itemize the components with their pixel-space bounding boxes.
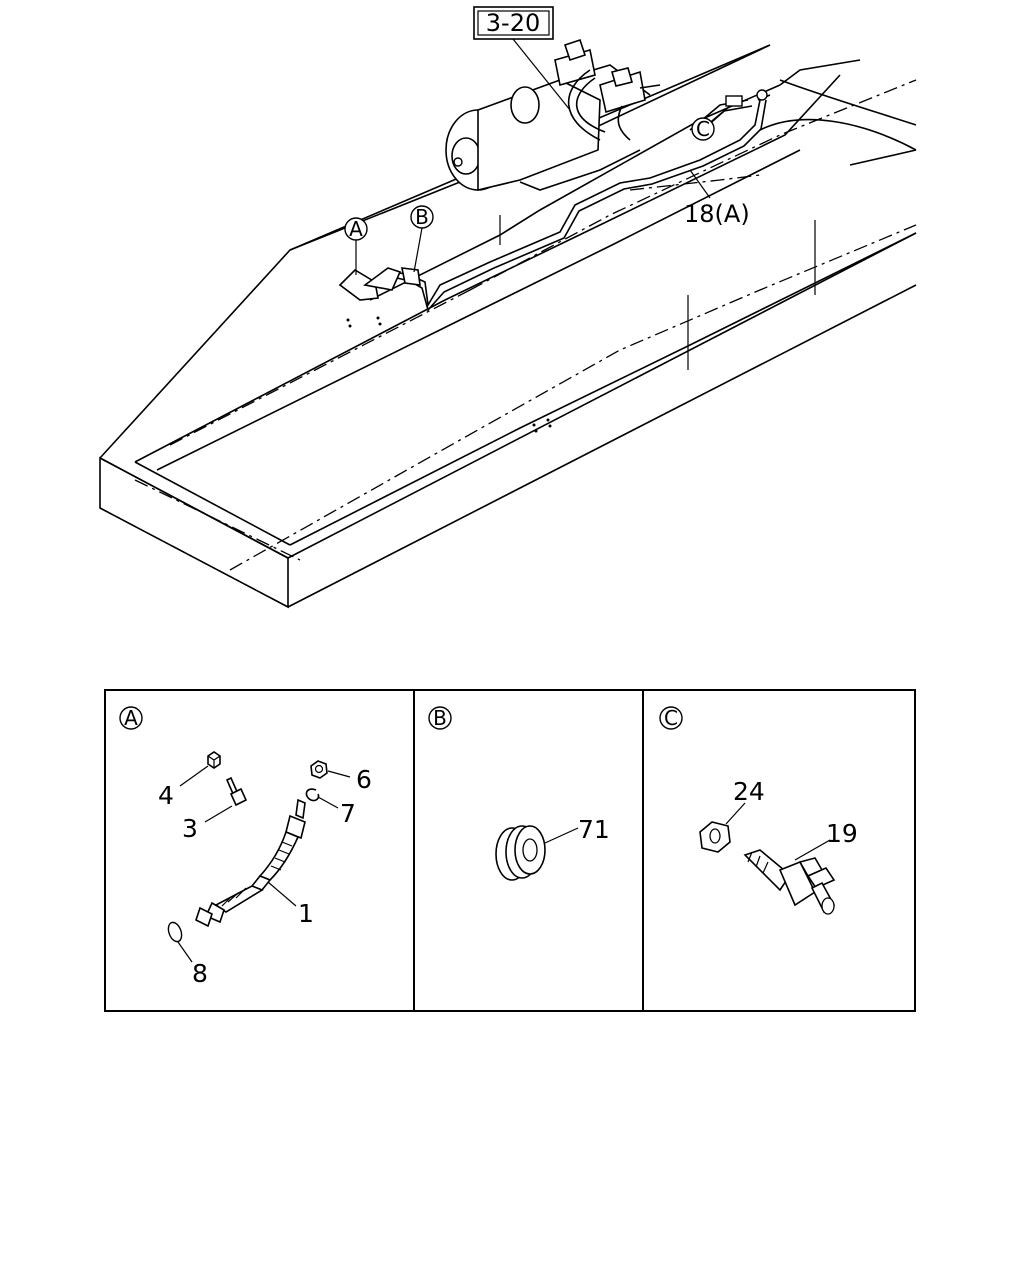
svg-text:C: C <box>696 117 710 141</box>
part-1-hose: 1 <box>195 798 314 928</box>
svg-text:A: A <box>349 217 363 241</box>
brake-pipe <box>338 89 771 312</box>
callout-c-overview: C <box>691 105 731 141</box>
svg-text:B: B <box>415 205 429 229</box>
part-6-nut: 6 <box>310 760 372 794</box>
svg-text:3-20: 3-20 <box>486 9 540 37</box>
part-19-tee-connector: 19 <box>743 819 858 915</box>
panel-b-letter: B <box>433 706 447 730</box>
part-number-3: 3 <box>182 814 198 843</box>
part-3-bolt: 3 <box>182 776 248 843</box>
reference-label-3-20: 3-20 <box>473 6 571 111</box>
part-number-71: 71 <box>578 815 610 844</box>
part-24-nut: 24 <box>699 777 765 853</box>
part-number-6: 6 <box>356 765 372 794</box>
svg-text:18(A): 18(A) <box>684 200 750 228</box>
air-tank-assembly <box>445 38 661 192</box>
panel-a: A 4 3 6 7 <box>119 706 372 988</box>
panel-c: C 24 19 <box>659 706 858 915</box>
part-8-oring: 8 <box>167 921 208 988</box>
chassis-frame <box>99 44 917 609</box>
part-71-grommet: 71 <box>495 815 610 881</box>
part-number-19: 19 <box>826 819 858 848</box>
callout-a-overview: A <box>344 217 368 275</box>
part-number-7: 7 <box>340 799 356 828</box>
pipe-label-18a: 18(A) <box>684 169 750 228</box>
panel-a-letter: A <box>124 706 138 730</box>
panel-b: B 71 <box>428 706 610 881</box>
part-number-4: 4 <box>158 781 174 810</box>
rivet-dots <box>346 316 552 433</box>
part-7-washer: 7 <box>305 788 356 828</box>
panel-c-letter: C <box>664 706 678 730</box>
part-4-nut: 4 <box>158 751 221 810</box>
part-number-8: 8 <box>192 959 208 988</box>
part-number-1: 1 <box>298 899 314 928</box>
callout-b-overview: B <box>410 205 434 273</box>
part-number-24: 24 <box>733 777 765 806</box>
